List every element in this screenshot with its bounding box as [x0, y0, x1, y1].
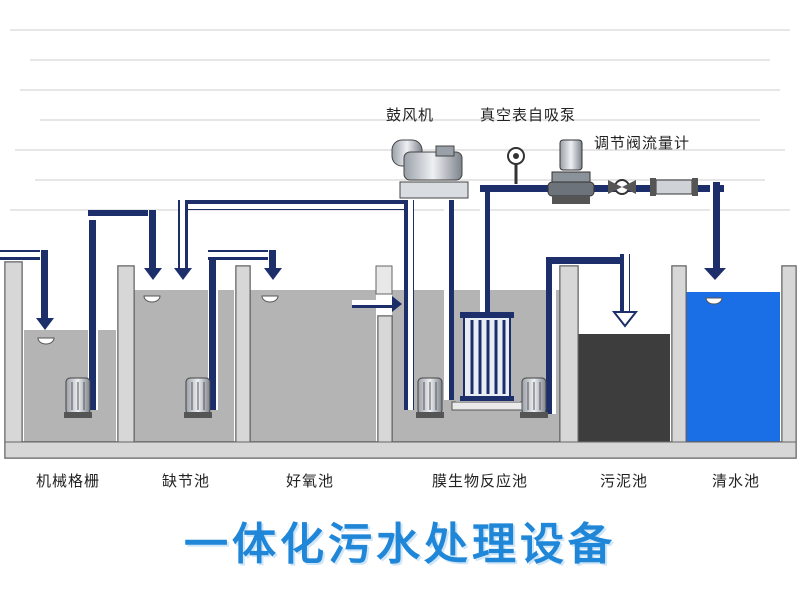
pump-mbr-sludge	[520, 377, 548, 418]
pipes	[0, 182, 726, 414]
aerobic-baffle	[375, 265, 393, 295]
valve-flowmeter-label: 调节阀流量计	[594, 134, 691, 152]
vacuum-pump-label: 真空表自吸泵	[480, 106, 577, 124]
tank-label-aerobic: 好氧池	[285, 472, 334, 490]
tank-fill-aerobic	[250, 290, 376, 442]
pump-screen	[64, 377, 92, 418]
flow-meter-icon	[650, 178, 698, 196]
tank-label-sludge: 污泥池	[599, 472, 648, 490]
vacuum-gauge-icon	[507, 147, 525, 184]
tank-fill-clear	[686, 292, 780, 442]
page-title: 一体化污水处理设备	[184, 519, 616, 570]
tank-fill-equalization	[134, 290, 234, 442]
tank-label-clear: 清水池	[711, 472, 760, 490]
partition-walls	[4, 261, 797, 459]
tank-label-mbr: 膜生物反应池	[431, 472, 528, 490]
regulating-valve-icon	[608, 179, 636, 195]
diffusers	[37, 295, 723, 345]
aerobic-inflow-arrow	[352, 296, 402, 312]
blower-icon	[391, 139, 469, 199]
pump-mbr	[416, 377, 444, 418]
blower-label: 鼓风机	[386, 106, 435, 124]
pump-equalization	[184, 377, 212, 418]
tank-fills	[24, 290, 780, 442]
tank-fill-sludge	[578, 334, 670, 442]
membrane-module	[451, 312, 523, 411]
submersible-pumps	[64, 377, 548, 418]
tank-label-equalization: 缺节池	[161, 472, 210, 490]
self-priming-pump-icon	[547, 139, 595, 204]
tank-label-screen: 机械格栅	[35, 472, 100, 490]
